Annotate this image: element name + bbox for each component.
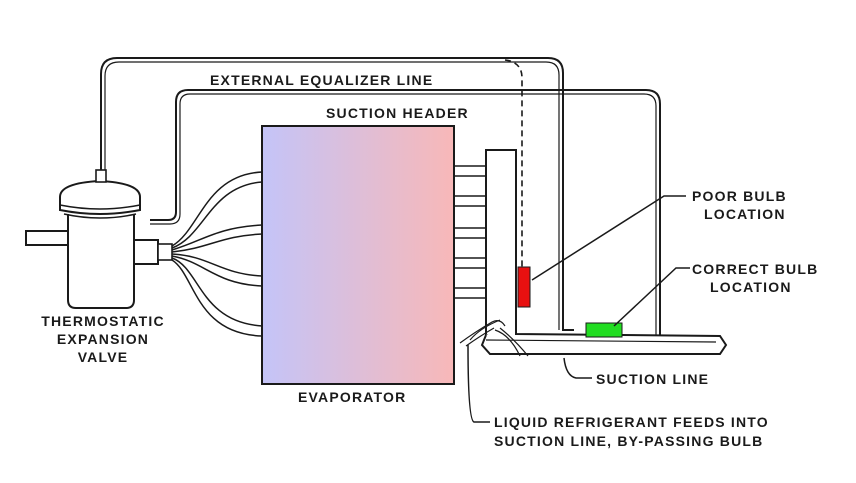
expansion-valve-label-line3: VALVE [77,349,129,365]
external-equalizer-line [100,57,574,331]
poor-bulb-location-label-line2: LOCATION [704,206,786,222]
capillary-tube-inner [150,93,657,340]
suction-line-label: SUCTION LINE [596,371,710,387]
poor-bulb [517,266,531,308]
header-tubes [454,165,486,299]
external-equalizer-line-inner [104,61,560,330]
evaporator-label: EVAPORATOR [298,389,407,405]
leader-lines [467,195,690,423]
capillary-tube [150,89,661,340]
liquid-refrigerant-spill [459,319,529,357]
correct-bulb-location-label-line2: LOCATION [710,279,792,295]
liquid-refrigerant-note-line1: LIQUID REFRIGERANT FEEDS INTO [494,414,769,430]
external-equalizer-line-label: EXTERNAL EQUALIZER LINE [210,72,434,88]
expansion-valve-label-line2: EXPANSION [56,331,150,347]
correct-bulb-location-label-line1: CORRECT BULB [692,261,819,277]
expansion-valve-label-line1: THERMOSTATIC [41,313,165,329]
correct-bulb [585,322,623,338]
distributor-tubes [171,171,263,337]
evaporator-box [261,125,455,385]
expansion-valve [25,169,173,309]
liquid-refrigerant-note-line2: SUCTION LINE, BY-PASSING BULB [494,433,764,449]
poor-bulb-location-label-line1: POOR BULB [692,188,787,204]
suction-header-label: SUCTION HEADER [326,105,469,121]
suction-line-pipe [480,322,728,355]
poor-bulb-capillary [504,59,523,268]
suction-header-pipe [485,149,517,336]
